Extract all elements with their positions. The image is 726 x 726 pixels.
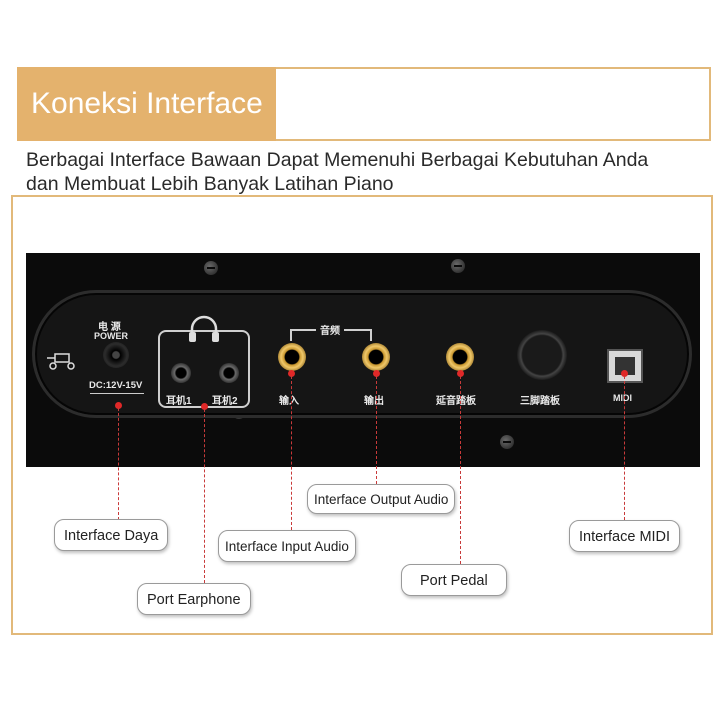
- power-jack[interactable]: [103, 342, 129, 368]
- power-cn-label: 电 源: [98, 322, 121, 333]
- leader-line: [460, 376, 461, 564]
- screw-icon: [500, 435, 514, 449]
- power-marker: [115, 402, 122, 409]
- screw-icon: [451, 259, 465, 273]
- leader-line: [118, 408, 119, 520]
- power-en-label: POWER: [94, 331, 129, 341]
- audio-cn-label: 音频: [316, 322, 344, 337]
- polarity-icon: [47, 353, 75, 370]
- usb-midi-port[interactable]: [607, 349, 643, 383]
- callout-interface-output-audio: Interface Output Audio: [307, 484, 456, 514]
- input-marker: [288, 370, 295, 377]
- audio-input-jack[interactable]: [278, 343, 306, 371]
- leader-line: [291, 376, 292, 530]
- subtitle-line-2: dan Membuat Lebih Banyak Latihan Piano: [26, 173, 394, 195]
- subtitle-line-1: Berbagai Interface Bawaan Dapat Memenuhi…: [26, 149, 649, 171]
- callout-interface-daya: Interface Daya: [54, 519, 169, 551]
- earphone-1-label: 耳机1: [166, 396, 192, 407]
- input-cn-label: 输入: [279, 396, 299, 407]
- earphone-1-jack[interactable]: [171, 363, 191, 383]
- sustain-pedal-jack[interactable]: [446, 343, 474, 371]
- output-marker: [373, 370, 380, 377]
- callout-port-pedal: Port Pedal: [401, 564, 507, 596]
- midi-panel-label: MIDI: [613, 393, 632, 403]
- headphone-icon: [189, 315, 219, 342]
- earphone-marker: [201, 403, 208, 410]
- triple-pedal-din-port[interactable]: [517, 330, 567, 380]
- leader-line: [624, 376, 625, 520]
- sustain-cn-label: 延音踏板: [436, 396, 476, 407]
- output-cn-label: 输出: [364, 396, 384, 407]
- content-frame: [11, 195, 713, 635]
- callout-interface-input-audio: Interface Input Audio: [218, 530, 356, 562]
- earphone-2-label: 耳机2: [212, 396, 238, 407]
- midi-marker: [621, 370, 628, 377]
- audio-output-jack[interactable]: [362, 343, 390, 371]
- leader-line: [376, 376, 377, 484]
- page-title: Koneksi Interface: [17, 67, 276, 141]
- divider: [90, 393, 144, 394]
- power-spec-label: DC:12V-15V: [89, 380, 143, 391]
- triple-pedal-cn-label: 三脚踏板: [520, 396, 560, 407]
- subtitle: Berbagai Interface Bawaan Dapat Memenuhi…: [26, 148, 716, 196]
- callout-port-earphone: Port Earphone: [137, 583, 251, 615]
- pedal-marker: [457, 370, 464, 377]
- callout-interface-midi: Interface MIDI: [569, 520, 681, 552]
- earphone-2-jack[interactable]: [219, 363, 239, 383]
- leader-line: [204, 409, 205, 583]
- screw-icon: [204, 261, 218, 275]
